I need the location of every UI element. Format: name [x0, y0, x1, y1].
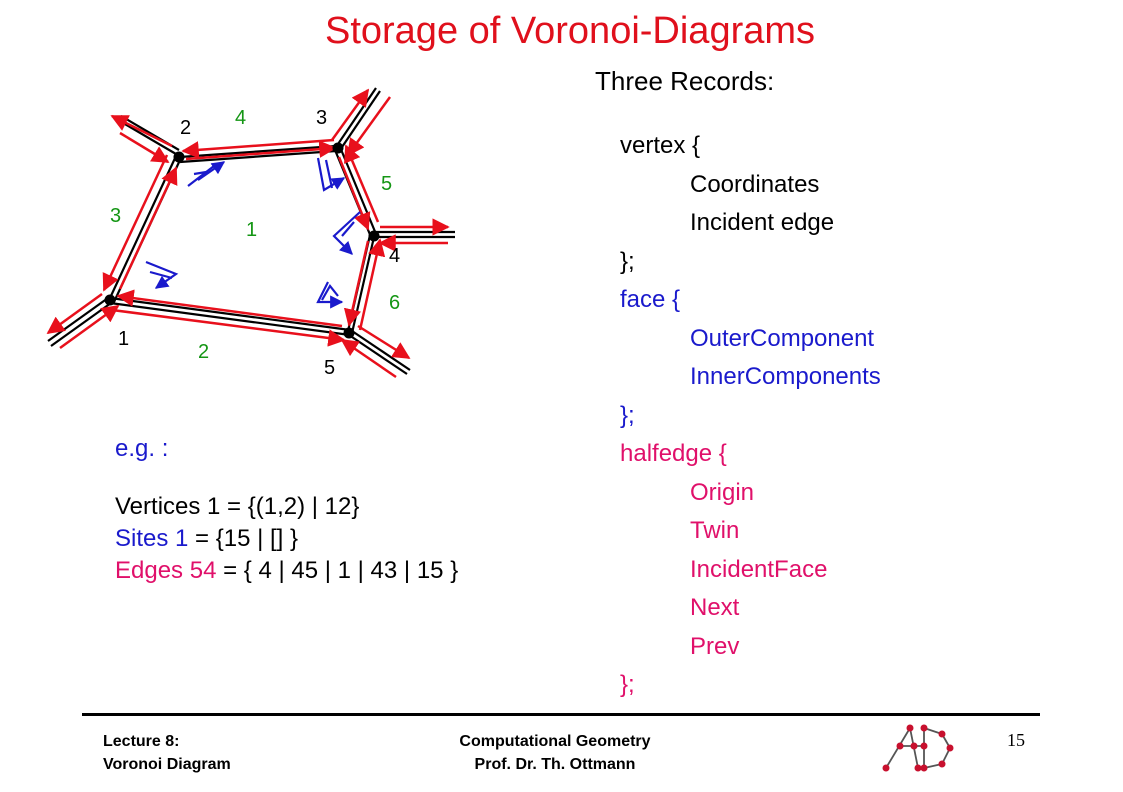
footer-professor: Prof. Dr. Th. Ottmann	[474, 756, 636, 773]
example-sites-prefix: Sites 1	[115, 525, 189, 552]
face-record-open: face {	[620, 286, 681, 313]
pointer-glyph	[316, 157, 346, 192]
vertices	[104, 142, 380, 339]
edge-label-3: 3	[110, 205, 121, 227]
vertex-record-close: };	[620, 247, 635, 275]
ad-logo-icon	[882, 724, 954, 772]
slide-title: Storage of Voronoi-Diagrams	[324, 10, 816, 52]
pointer-glyph	[145, 260, 179, 289]
edge-3-4	[338, 146, 378, 235]
vertex-2	[173, 151, 185, 163]
pointer-glyph	[316, 281, 344, 309]
next-pointers	[145, 157, 361, 309]
pointer-glyph	[187, 165, 215, 187]
halfedge-field-incident-face: IncidentFace	[690, 555, 828, 583]
vertex-record-open: vertex {	[620, 132, 701, 159]
example-sites-line: Sites 1 = {15 | [] }	[115, 523, 458, 555]
pointer-glyph	[332, 211, 361, 255]
vertex-label-1: 1	[118, 328, 129, 350]
face-field-outer-component: OuterComponent	[690, 324, 875, 352]
halfedge-field-next: Next	[690, 594, 740, 621]
footer-course-name: Computational Geometry	[459, 733, 651, 750]
vertex-label-5: 5	[324, 357, 335, 379]
edge-5-1	[109, 296, 351, 332]
example-block: e.g. : Vertices 1 = {(1,2) | 12} Sites 1…	[115, 433, 458, 587]
example-heading: e.g. :	[115, 435, 169, 462]
face-field-inner-components: InnerComponents	[690, 363, 881, 390]
footer-lecture: Lecture 8: Voronoi Diagram	[103, 730, 231, 776]
footer-lecture-number: Lecture 8:	[103, 733, 180, 750]
vertex-field-incident-edge: Incident edge	[690, 209, 835, 236]
edge-label-5: 5	[381, 173, 392, 195]
example-vertices-line: Vertices 1 = {(1,2) | 12}	[115, 493, 360, 520]
example-edges-rest: = { 4 | 45 | 1 | 43 | 15 }	[216, 557, 459, 584]
example-edges-line: Edges 54 = { 4 | 45 | 1 | 43 | 15 }	[115, 555, 458, 587]
edge-label-2: 2	[198, 341, 209, 363]
voronoi-diagram: 1 2 3 4 5 2 3 4 5 6 1	[46, 87, 455, 379]
halfedge-field-prev: Prev	[690, 632, 740, 660]
vertex-label-3: 3	[316, 107, 327, 129]
footer-course: Computational Geometry Prof. Dr. Th. Ott…	[390, 730, 720, 776]
vertex-label-4: 4	[389, 245, 400, 267]
halfedge-record-close: };	[620, 671, 635, 698]
half-edges	[46, 88, 450, 379]
face-label-1: 1	[246, 219, 257, 241]
pointer-glyph	[149, 270, 173, 280]
pointer-glyph	[321, 284, 339, 301]
ray-5	[351, 330, 411, 371]
record-definitions: vertex { Coordinates Incident edge }; fa…	[620, 127, 881, 705]
pointer-glyph	[324, 159, 334, 189]
vertex-field-coordinates: Coordinates	[690, 170, 820, 198]
edge-label-6: 6	[389, 292, 400, 314]
halfedge-record-open: halfedge {	[620, 440, 727, 467]
vertex-5	[343, 327, 355, 339]
halfedge-field-twin: Twin	[690, 517, 740, 544]
face-record-close: };	[620, 401, 635, 429]
example-edges-prefix: Edges 54	[115, 557, 217, 584]
pointer-glyph	[341, 221, 355, 237]
edge-label-4: 4	[235, 107, 246, 129]
halfedge-field-origin: Origin	[690, 478, 755, 506]
ray-3	[335, 87, 377, 148]
vertex-4	[368, 230, 380, 242]
vertex-1	[104, 294, 116, 306]
footer-divider	[82, 713, 1040, 716]
records-heading: Three Records:	[595, 66, 775, 96]
footer-lecture-topic: Voronoi Diagram	[103, 756, 231, 773]
vertex-3	[332, 142, 344, 154]
vertex-label-2: 2	[180, 117, 191, 139]
example-sites-rest: = {15 | [] }	[188, 525, 299, 552]
page-number: 15	[1007, 730, 1025, 750]
edge-2-3	[179, 144, 337, 159]
